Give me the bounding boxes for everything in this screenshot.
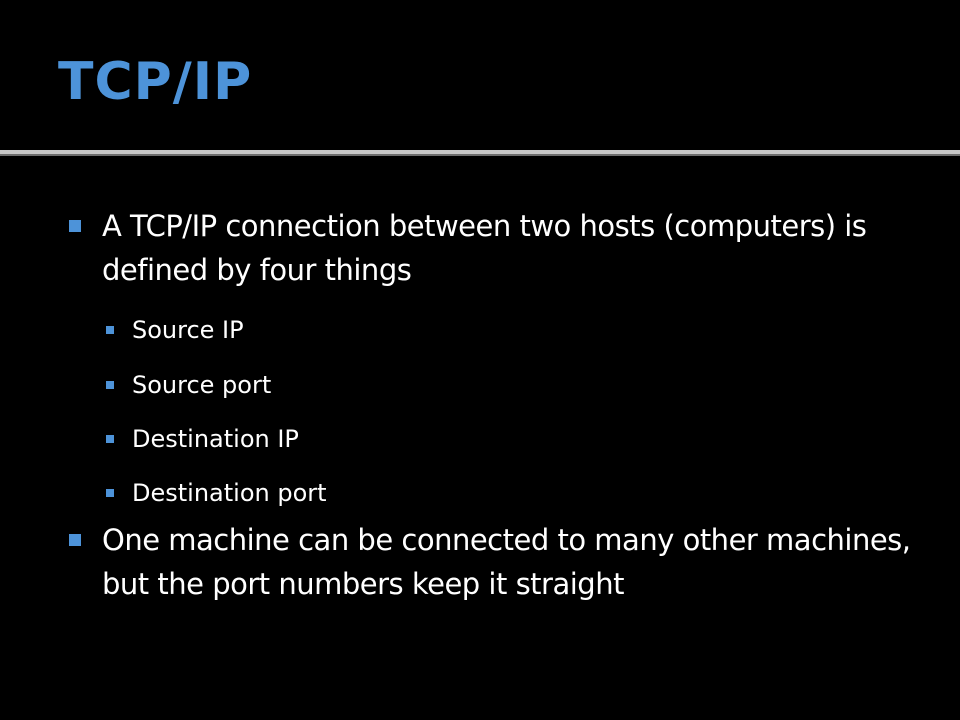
bullet-item: A TCP/IP connection between two hosts (c… <box>69 204 922 292</box>
title-divider-shadow <box>0 154 960 156</box>
square-bullet-icon <box>106 381 114 389</box>
square-bullet-icon <box>69 534 81 546</box>
sub-bullet-item: Destination port <box>106 477 327 509</box>
square-bullet-icon <box>106 489 114 497</box>
sub-bullet-item: Source IP <box>106 314 244 346</box>
bullet-text: A TCP/IP connection between two hosts (c… <box>102 209 867 287</box>
bullet-text: One machine can be connected to many oth… <box>102 523 911 601</box>
sub-bullet-text: Source port <box>132 371 272 399</box>
sub-bullet-text: Destination port <box>132 479 327 507</box>
title-divider <box>0 150 960 154</box>
square-bullet-icon <box>69 220 81 232</box>
slide-title: TCP/IP <box>58 52 253 112</box>
slide-content: A TCP/IP connection between two hosts (c… <box>0 156 960 720</box>
sub-bullet-text: Source IP <box>132 316 244 344</box>
square-bullet-icon <box>106 435 114 443</box>
sub-bullet-item: Destination IP <box>106 423 299 455</box>
sub-bullet-item: Source port <box>106 369 272 401</box>
bullet-item: One machine can be connected to many oth… <box>69 518 922 606</box>
square-bullet-icon <box>106 326 114 334</box>
title-band: TCP/IP <box>0 0 960 150</box>
sub-bullet-text: Destination IP <box>132 425 299 453</box>
